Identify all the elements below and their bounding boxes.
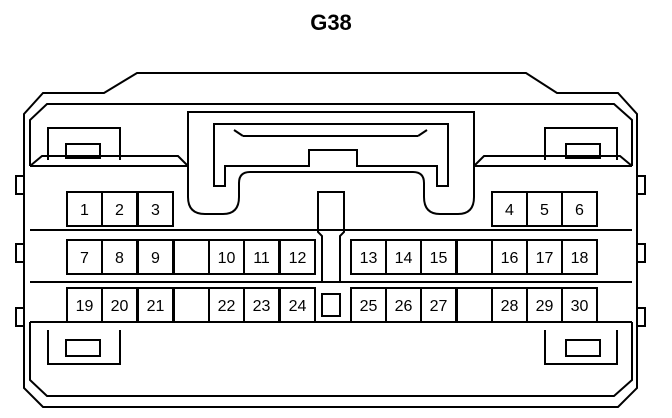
- terminal-label: 18: [571, 250, 589, 267]
- terminal-26: [385, 287, 422, 323]
- terminal-label: 13: [360, 250, 378, 267]
- terminal-label: 30: [571, 298, 589, 315]
- terminal-label: 23: [253, 298, 271, 315]
- terminal-11: [243, 239, 280, 275]
- terminal-2: [101, 191, 138, 227]
- terminal-label: 15: [430, 250, 448, 267]
- terminal-24: [279, 287, 316, 323]
- terminal-label: 26: [395, 298, 413, 315]
- terminal-blank: [173, 239, 210, 275]
- terminal-13: [350, 239, 387, 275]
- terminal-label: 2: [115, 202, 124, 219]
- terminal-label: 22: [218, 298, 236, 315]
- terminal-9: [137, 239, 174, 275]
- terminal-label: 12: [289, 250, 307, 267]
- terminal-20: [101, 287, 138, 323]
- connector-housing: [15, 72, 646, 408]
- terminal-label: 9: [151, 250, 160, 267]
- terminal-label: 5: [540, 202, 549, 219]
- terminal-label: 28: [501, 298, 519, 315]
- terminal-label: 21: [147, 298, 165, 315]
- center-key-pin: [321, 293, 341, 317]
- terminal-12: [279, 239, 316, 275]
- terminal-label: 19: [76, 298, 94, 315]
- terminal-27: [420, 287, 457, 323]
- terminal-label: 27: [430, 298, 448, 315]
- terminal-label: 4: [505, 202, 514, 219]
- terminal-blank: [456, 239, 493, 275]
- terminal-28: [491, 287, 528, 323]
- terminal-6: [561, 191, 598, 227]
- terminal-8: [101, 239, 138, 275]
- terminal-label: 8: [115, 250, 124, 267]
- terminal-label: 16: [501, 250, 519, 267]
- terminal-label: 10: [218, 250, 236, 267]
- terminal-label: 14: [395, 250, 413, 267]
- terminal-3: [137, 191, 174, 227]
- terminal-blank: [173, 287, 210, 323]
- terminal-17: [526, 239, 563, 275]
- terminal-label: 17: [536, 250, 554, 267]
- terminal-label: 6: [575, 202, 584, 219]
- connector-title: G38: [310, 10, 352, 35]
- terminal-15: [420, 239, 457, 275]
- terminal-label: 24: [289, 298, 307, 315]
- terminal-label: 1: [80, 202, 89, 219]
- terminal-30: [561, 287, 598, 323]
- terminal-1: [66, 191, 103, 227]
- terminal-label: 7: [80, 250, 89, 267]
- terminal-19: [66, 287, 103, 323]
- terminal-label: 11: [253, 250, 270, 267]
- terminal-label: 3: [151, 202, 160, 219]
- terminal-23: [243, 287, 280, 323]
- terminal-label: 29: [536, 298, 554, 315]
- terminal-29: [526, 287, 563, 323]
- terminal-label: 25: [360, 298, 378, 315]
- terminal-blank: [456, 287, 493, 323]
- terminal-4: [491, 191, 528, 227]
- terminal-label: 20: [111, 298, 129, 315]
- terminal-18: [561, 239, 598, 275]
